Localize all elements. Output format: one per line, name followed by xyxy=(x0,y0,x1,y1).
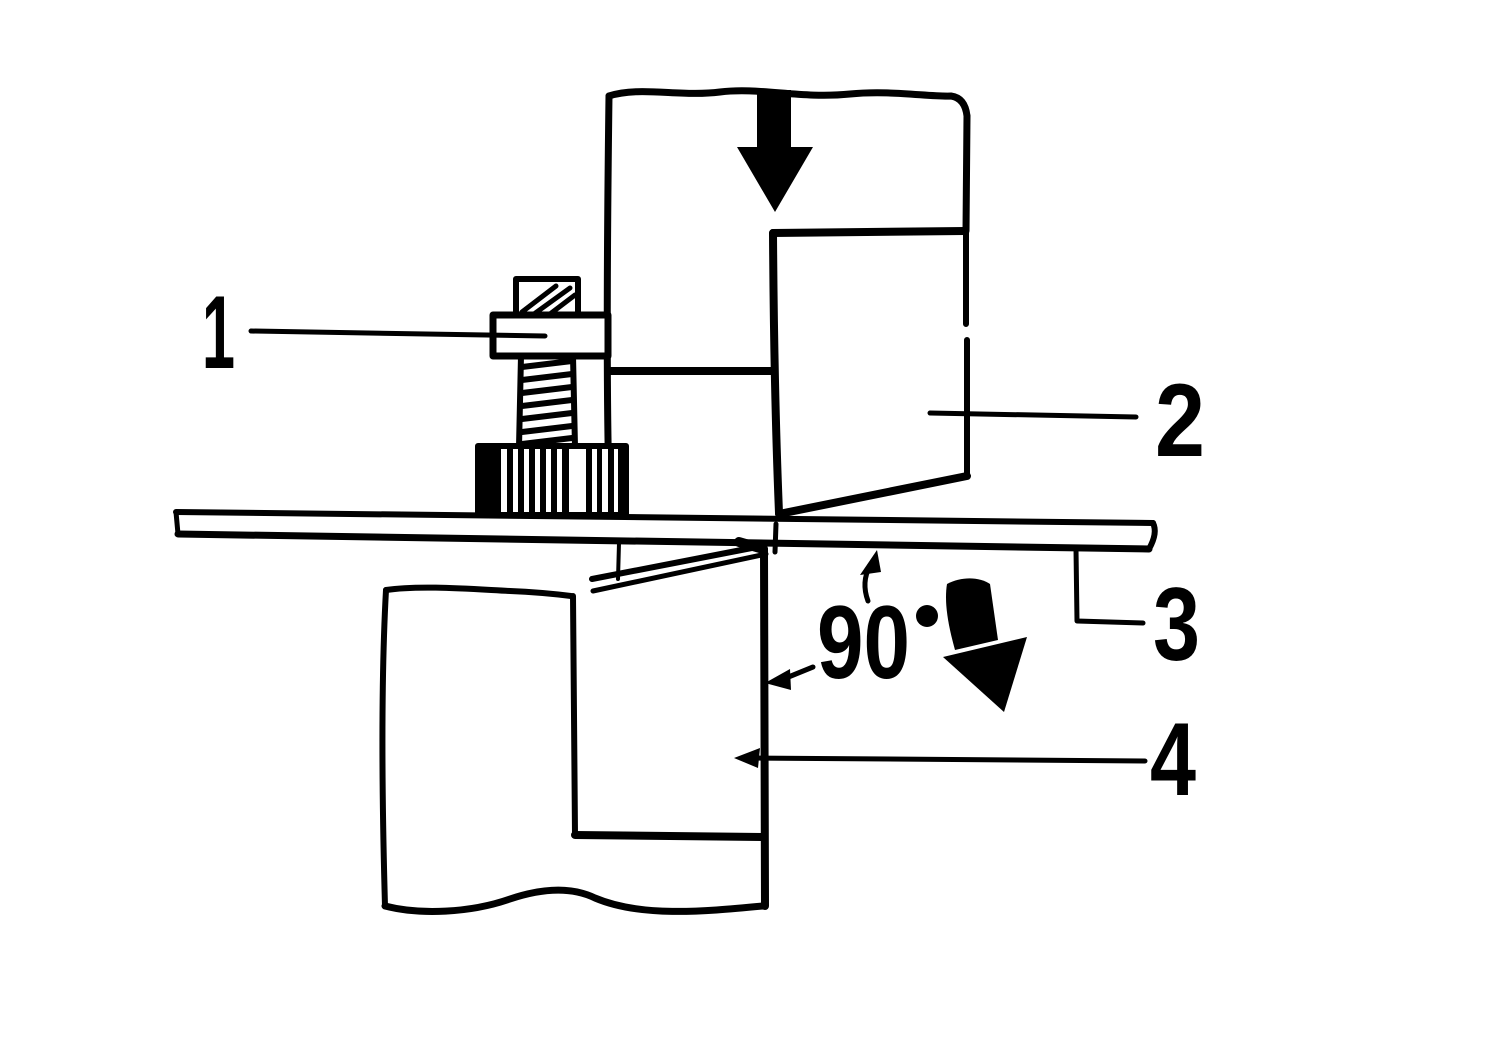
upper-blade-top-step xyxy=(769,227,969,237)
sheet-top-edge xyxy=(173,509,1156,526)
label4-leader-line xyxy=(749,755,1148,764)
bend-arrow-stem xyxy=(945,578,998,650)
bend-arrow-head xyxy=(943,637,1027,712)
sheet-left-end xyxy=(173,509,181,537)
callout-label-3: 3 xyxy=(1153,567,1200,683)
ram-top-edge xyxy=(605,87,971,120)
angle-annotation xyxy=(765,550,1027,712)
callout-leaders xyxy=(248,328,1148,768)
callout-label-4: 4 xyxy=(1150,702,1196,818)
angle-pointer-up-arrowhead-icon xyxy=(860,550,881,575)
angle-value-label: 90 xyxy=(817,585,910,701)
lower-blade-relief-face-lower xyxy=(590,551,769,594)
callout-label-2: 2 xyxy=(1155,363,1205,479)
bend-direction-arrow-icon xyxy=(943,578,1027,712)
blade-insert-bottom-edge xyxy=(571,831,766,841)
angle-pointer-left-arrowhead-icon xyxy=(765,669,791,690)
screw-thread-lines xyxy=(519,358,575,447)
upper-blade-bevel-edge xyxy=(775,472,971,518)
label1-leader-line xyxy=(248,328,548,339)
callout-label-1: 1 xyxy=(202,275,235,391)
upper-blade-right-edge xyxy=(963,228,970,479)
sheet-material xyxy=(173,509,1158,553)
degree-dot xyxy=(916,605,938,627)
knurled-nut-knurling xyxy=(479,449,626,512)
label3-leader-line xyxy=(1073,546,1146,626)
angle-pointer-left-stem xyxy=(783,664,816,681)
callout-labels: 1 2 3 4 90 xyxy=(202,275,1205,818)
screw-head-hatching xyxy=(519,283,578,317)
upper-blade-left-edge xyxy=(769,229,783,517)
label4-leader-arrowhead-icon xyxy=(734,748,760,768)
lower-block-top-edge xyxy=(383,584,574,599)
lower-blade-right-edge xyxy=(760,546,769,910)
lower-blade-assembly xyxy=(379,521,779,915)
blade-insert-left-edge xyxy=(570,593,578,838)
shear-point-junction xyxy=(734,537,768,554)
lower-block-bottom-edge xyxy=(381,886,767,915)
sheared-edge-line xyxy=(616,541,621,581)
lower-block-left-edge xyxy=(379,587,389,909)
sheet-bottom-edge xyxy=(174,530,1153,553)
sheet-right-end xyxy=(1146,520,1158,552)
label2-leader-line xyxy=(927,410,1139,420)
shear-crack-line xyxy=(772,521,779,555)
lower-blade-relief-face-upper xyxy=(589,543,765,582)
press-down-arrow-icon xyxy=(737,90,813,212)
ram-right-edge xyxy=(962,112,971,235)
